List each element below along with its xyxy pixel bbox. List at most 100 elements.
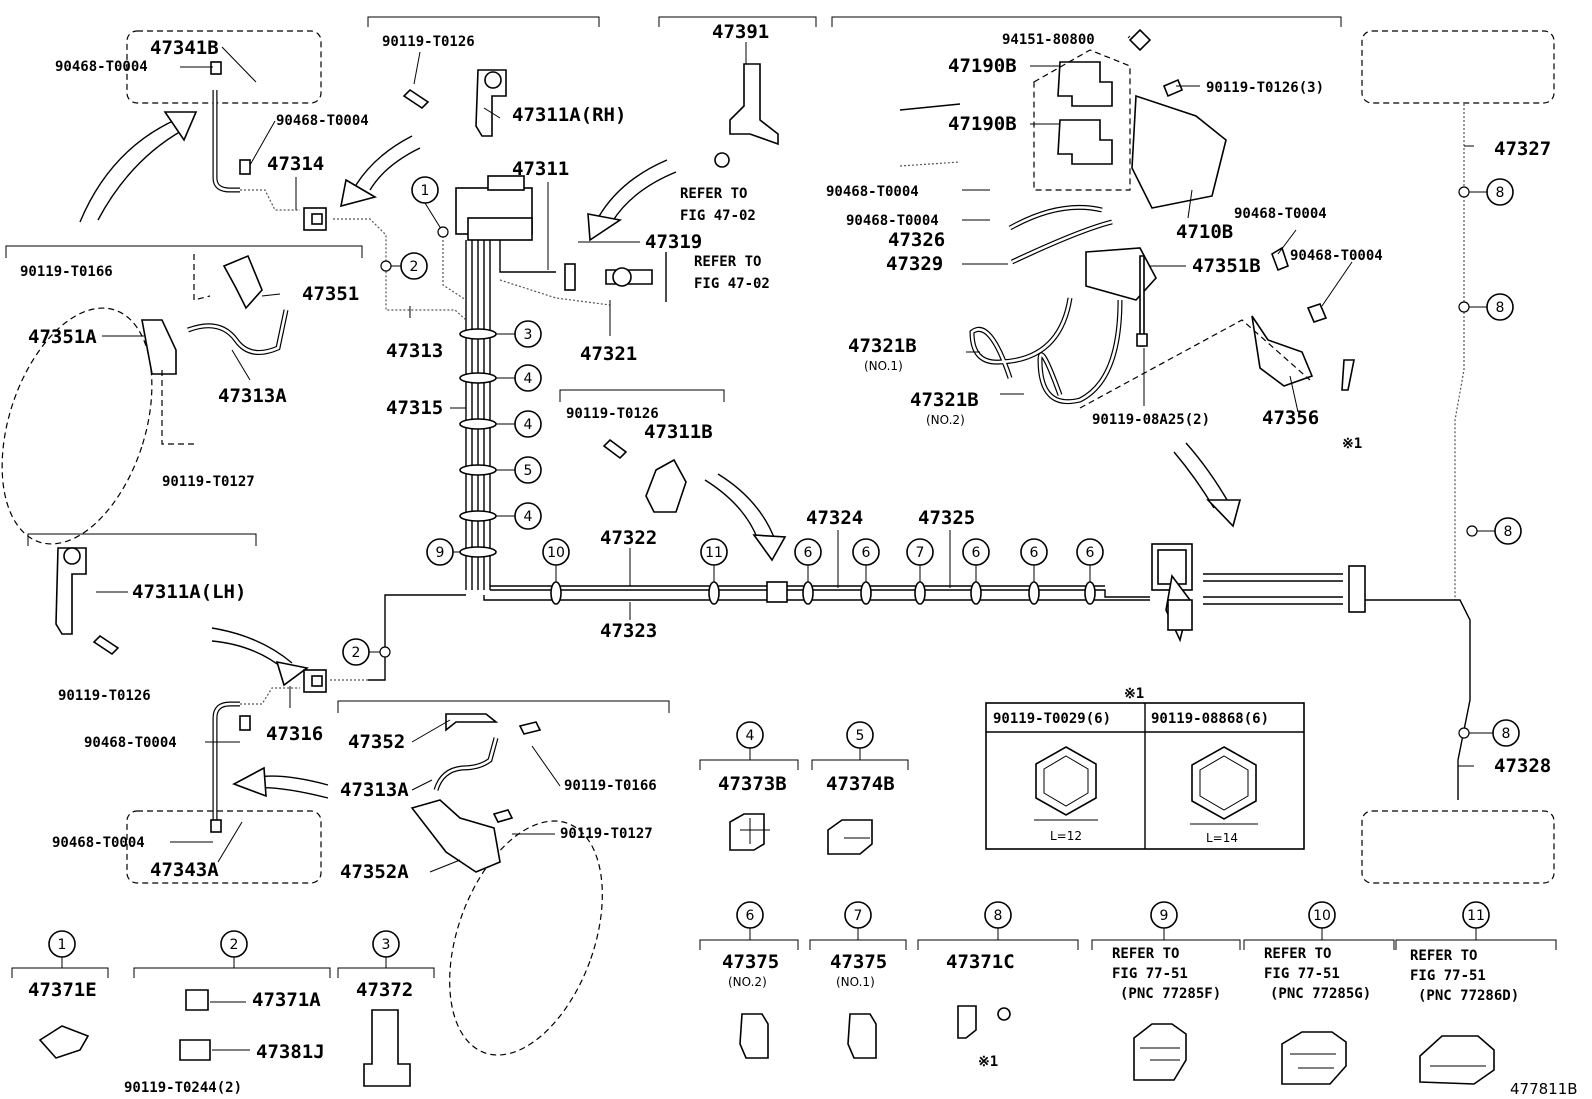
label-47321B-no1: (NO.1) bbox=[864, 359, 903, 373]
callout-3: 3 bbox=[524, 327, 533, 343]
label-90468-T0004: 90468-T0004 bbox=[276, 113, 369, 129]
label-47321B: 47321B bbox=[848, 335, 917, 357]
label-47311: 47311 bbox=[512, 158, 569, 180]
callout-11: 11 bbox=[705, 545, 723, 561]
legend-part: 90119-T0244(2) bbox=[124, 1080, 242, 1096]
callout-10: 10 bbox=[547, 545, 565, 561]
label-90119-T0127: 90119-T0127 bbox=[560, 826, 653, 842]
label-47321B: 47321B bbox=[910, 389, 979, 411]
label-47311A-RH: 47311A(RH) bbox=[512, 104, 626, 126]
legend-part: 47371A bbox=[252, 989, 321, 1011]
legend-num: 8 bbox=[994, 908, 1003, 924]
label-90468-T0004: 90468-T0004 bbox=[55, 59, 148, 75]
label-90119-T0126: 90119-T0126 bbox=[382, 34, 475, 50]
legend-num: 6 bbox=[746, 908, 755, 924]
fastener-table: ※1 90119-T0029(6) 90119-08868(6) L=12 L=… bbox=[985, 686, 1305, 850]
legend-part: 47375 bbox=[830, 951, 887, 973]
figure-id: 477811B bbox=[1510, 1080, 1578, 1098]
label-47327: 47327 bbox=[1494, 138, 1551, 160]
label-47313A: 47313A bbox=[340, 779, 409, 801]
legend-part: 47372 bbox=[356, 979, 413, 1001]
callout-9: 9 bbox=[436, 545, 445, 561]
label-47351A: 47351A bbox=[28, 326, 97, 348]
label-47324: 47324 bbox=[806, 507, 863, 529]
legend-part: FIG 77-51 bbox=[1112, 966, 1188, 982]
legend-num: 5 bbox=[856, 728, 865, 744]
label-90119-T0166: 90119-T0166 bbox=[20, 264, 113, 280]
callout-2: 2 bbox=[410, 259, 419, 275]
legend-sub: (PNC 77285F) bbox=[1120, 986, 1221, 1002]
label-47315: 47315 bbox=[386, 397, 443, 419]
legend-sub: (PNC 77285G) bbox=[1270, 986, 1371, 1002]
label-90119-T0126: 90119-T0126 bbox=[566, 406, 659, 422]
label-47190B: 47190B bbox=[948, 55, 1017, 77]
label-47351B: 47351B bbox=[1192, 255, 1261, 277]
callout-2: 2 bbox=[352, 645, 361, 661]
legend-part: FIG 77-51 bbox=[1264, 966, 1340, 982]
legend-num: 10 bbox=[1313, 908, 1331, 924]
legend-part: REFER TO bbox=[1410, 948, 1477, 964]
label-90468-T0004: 90468-T0004 bbox=[52, 835, 145, 851]
brake-lines bbox=[330, 104, 1471, 800]
label-90468-T0004: 90468-T0004 bbox=[84, 735, 177, 751]
callout-4: 4 bbox=[524, 509, 533, 525]
label-47352: 47352 bbox=[348, 731, 405, 753]
legend-num: 4 bbox=[746, 728, 755, 744]
callout-4: 4 bbox=[524, 371, 533, 387]
label-94151-80800: 94151-80800 bbox=[1002, 32, 1095, 48]
label-47314: 47314 bbox=[267, 153, 324, 175]
legend-part: 47375 bbox=[722, 951, 779, 973]
label-47311B: 47311B bbox=[644, 421, 713, 443]
legend-num: 11 bbox=[1467, 908, 1485, 924]
table-col2: 90119-08868(6) bbox=[1151, 711, 1269, 727]
grommets bbox=[459, 328, 1096, 605]
section-brackets bbox=[5, 16, 1342, 713]
callout-5: 5 bbox=[524, 463, 533, 479]
legend-num: 1 bbox=[58, 937, 67, 953]
callout-8: 8 bbox=[1502, 726, 1511, 742]
callout-1: 1 bbox=[421, 183, 430, 199]
part-labels: 47341B 90468-T0004 90468-T0004 47314 901… bbox=[20, 21, 1551, 883]
legend-sub: (NO.2) bbox=[728, 975, 767, 989]
legend-part: REFER TO bbox=[1264, 946, 1331, 962]
leader-lines bbox=[96, 35, 1474, 873]
label-90119-T0126: 90119-T0126 bbox=[58, 688, 151, 704]
label-47313: 47313 bbox=[386, 340, 443, 362]
legend-num: 3 bbox=[382, 937, 391, 953]
label-47316: 47316 bbox=[266, 723, 323, 745]
label-47325: 47325 bbox=[918, 507, 975, 529]
label-47190B: 47190B bbox=[948, 113, 1017, 135]
label-47329: 47329 bbox=[886, 253, 943, 275]
callout-4: 4 bbox=[524, 417, 533, 433]
label-90468-T0004: 90468-T0004 bbox=[846, 213, 939, 229]
legend-part: 47371E bbox=[28, 979, 97, 1001]
label-47313A: 47313A bbox=[218, 385, 287, 407]
callout-6: 6 bbox=[972, 545, 981, 561]
label-47321: 47321 bbox=[580, 343, 637, 365]
label-47321B-no2: (NO.2) bbox=[926, 413, 965, 427]
legend-num: 7 bbox=[854, 908, 863, 924]
label-4710B: 4710B bbox=[1176, 221, 1233, 243]
legend-num: 9 bbox=[1160, 908, 1169, 924]
legend-part: 47371C bbox=[946, 951, 1015, 973]
label-90119-T0127: 90119-T0127 bbox=[162, 474, 255, 490]
callout-7: 7 bbox=[916, 545, 925, 561]
label-refer-fig: FIG 47-02 bbox=[680, 208, 756, 224]
callout-8: 8 bbox=[1496, 185, 1505, 201]
legend-part: FIG 77-51 bbox=[1410, 968, 1486, 984]
callout-6: 6 bbox=[1030, 545, 1039, 561]
hex-bolt-l12 bbox=[1035, 746, 1097, 816]
label-refer: REFER TO bbox=[694, 254, 761, 270]
label-47352A: 47352A bbox=[340, 861, 409, 883]
label-47323: 47323 bbox=[600, 620, 657, 642]
legend-part: 47373B bbox=[718, 773, 787, 795]
label-90468-T0004: 90468-T0004 bbox=[826, 184, 919, 200]
flow-arrows bbox=[79, 111, 1242, 799]
callout-8: 8 bbox=[1504, 524, 1513, 540]
label-47311A-LH: 47311A(LH) bbox=[132, 581, 246, 603]
table-len1: L=12 bbox=[1050, 829, 1082, 843]
legend-num: 2 bbox=[230, 937, 239, 953]
label-47326: 47326 bbox=[888, 229, 945, 251]
